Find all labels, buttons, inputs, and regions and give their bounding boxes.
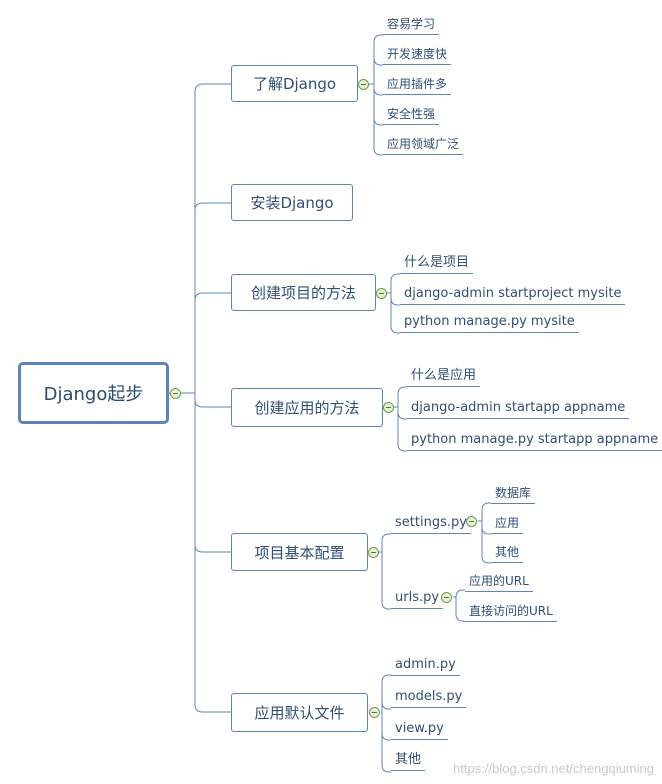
leaf-node[interactable]: 什么是项目 [400,255,474,274]
leaf-node[interactable]: 其他 [391,752,426,771]
collapse-toggle-icon[interactable] [369,707,380,718]
branch-node-learn-django[interactable]: 了解Django [231,65,358,102]
leaf-node[interactable]: 数据库 [491,485,536,504]
leaf-node[interactable]: 容易学习 [383,16,440,35]
branch-label: 创建应用的方法 [254,399,360,417]
leaf-node[interactable]: 应用领域广泛 [383,136,464,155]
leaf-node[interactable]: 安全性强 [383,106,440,125]
branch-label: 了解Django [252,75,337,93]
leaf-node[interactable]: django-admin startapp appname [407,400,630,419]
leaf-node[interactable]: admin.py [391,657,460,676]
root-label: Django起步 [43,384,144,405]
collapse-toggle-icon[interactable] [466,516,477,527]
collapse-toggle-icon[interactable] [383,402,394,413]
branch-label: 安装Django [250,194,334,212]
leaf-node[interactable]: 应用 [491,515,524,534]
leaf-node[interactable]: 什么是应用 [407,368,481,387]
branch-node-create-app[interactable]: 创建应用的方法 [231,388,383,427]
branch-label: 创建项目的方法 [250,284,356,302]
branch-node-project-config[interactable]: 项目基本配置 [231,533,368,571]
branch-node-create-project[interactable]: 创建项目的方法 [231,274,376,311]
leaf-node[interactable]: python manage.py startapp appname [407,432,662,451]
collapse-toggle-icon[interactable] [376,288,387,299]
collapse-toggle-icon[interactable] [170,388,181,399]
leaf-node[interactable]: view.py [391,721,448,740]
leaf-node[interactable]: 直接访问的URL [465,603,557,622]
leaf-node[interactable]: 应用的URL [465,573,533,592]
branch-node-install-django[interactable]: 安装Django [231,184,353,221]
branch-label: 应用默认文件 [254,704,345,722]
leaf-node[interactable]: 开发速度快 [383,46,452,65]
leaf-node[interactable]: 其他 [491,544,524,563]
branch-label: 项目基本配置 [254,543,345,562]
watermark-text: https://blog.csdn.net/chengqiuming [453,761,654,776]
leaf-node[interactable]: models.py [391,689,467,708]
leaf-node[interactable]: python manage.py mysite [400,314,579,333]
sub-branch-urls[interactable]: urls.py [391,590,444,609]
collapse-toggle-icon[interactable] [358,79,369,90]
root-node[interactable]: Django起步 [18,362,169,424]
collapse-toggle-icon[interactable] [441,592,452,603]
sub-branch-settings[interactable]: settings.py [391,515,471,534]
leaf-node[interactable]: django-admin startproject mysite [400,286,626,305]
collapse-toggle-icon[interactable] [368,547,379,558]
leaf-node[interactable]: 应用插件多 [383,76,452,95]
branch-node-default-files[interactable]: 应用默认文件 [231,693,368,732]
